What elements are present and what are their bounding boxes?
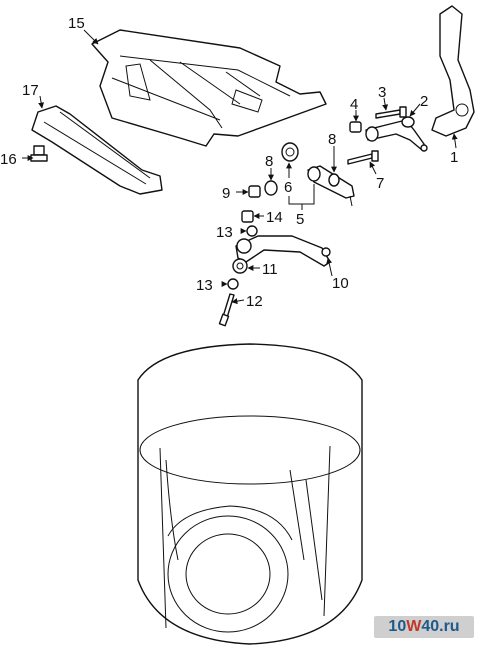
subframe-part	[91, 29, 327, 147]
nut-14-part	[241, 210, 254, 223]
callout-8-left: 8	[265, 153, 273, 170]
lower-arm-part	[235, 235, 331, 267]
callout-3: 3	[378, 84, 386, 101]
watermark-prefix: 10	[388, 618, 407, 635]
washer-8a-part	[264, 180, 278, 196]
watermark-suffix: 40.ru	[421, 618, 460, 635]
callout-8-right: 8	[328, 131, 336, 148]
leader-lines	[22, 29, 458, 305]
lower-link-part	[307, 165, 355, 207]
watermark-w: W	[406, 618, 422, 635]
callout-9: 9	[222, 185, 230, 202]
callout-4: 4	[350, 96, 358, 113]
upper-arm-part	[365, 116, 428, 152]
callout-6: 6	[284, 179, 292, 196]
nut-9-part	[248, 185, 261, 198]
callout-labels: 15 17 16 1 2 3 4 5 6 7 8 8 9 10 11 12 13…	[0, 15, 458, 310]
callout-7: 7	[376, 175, 384, 192]
callout-1: 1	[450, 149, 458, 166]
nut-4-part	[349, 121, 362, 133]
callout-10: 10	[332, 275, 349, 292]
callout-12: 12	[246, 293, 263, 310]
bolt-16-part	[30, 145, 48, 162]
bushing-illustration	[137, 343, 363, 645]
bolt-3-part	[375, 106, 407, 119]
callout-5: 5	[296, 211, 304, 228]
callout-16: 16	[0, 151, 17, 168]
washer-8b-part	[328, 173, 340, 187]
washer-13b-part	[227, 278, 239, 290]
washer-13a-part	[246, 225, 258, 237]
callout-13-lower: 13	[196, 277, 213, 294]
bolt-12-part	[218, 293, 235, 327]
knuckle-part	[431, 5, 475, 137]
callout-14: 14	[266, 209, 283, 226]
callout-2: 2	[420, 93, 428, 110]
site-watermark: 10W40.ru	[374, 616, 474, 638]
callout-17: 17	[22, 82, 39, 99]
callout-13-upper: 13	[216, 224, 233, 241]
crossmember-part	[31, 105, 163, 195]
callout-11: 11	[262, 261, 278, 278]
bushing-11-part	[232, 258, 248, 274]
callout-15: 15	[68, 15, 85, 32]
bolt-7-part	[347, 150, 379, 165]
bushing-6-part	[281, 142, 299, 162]
